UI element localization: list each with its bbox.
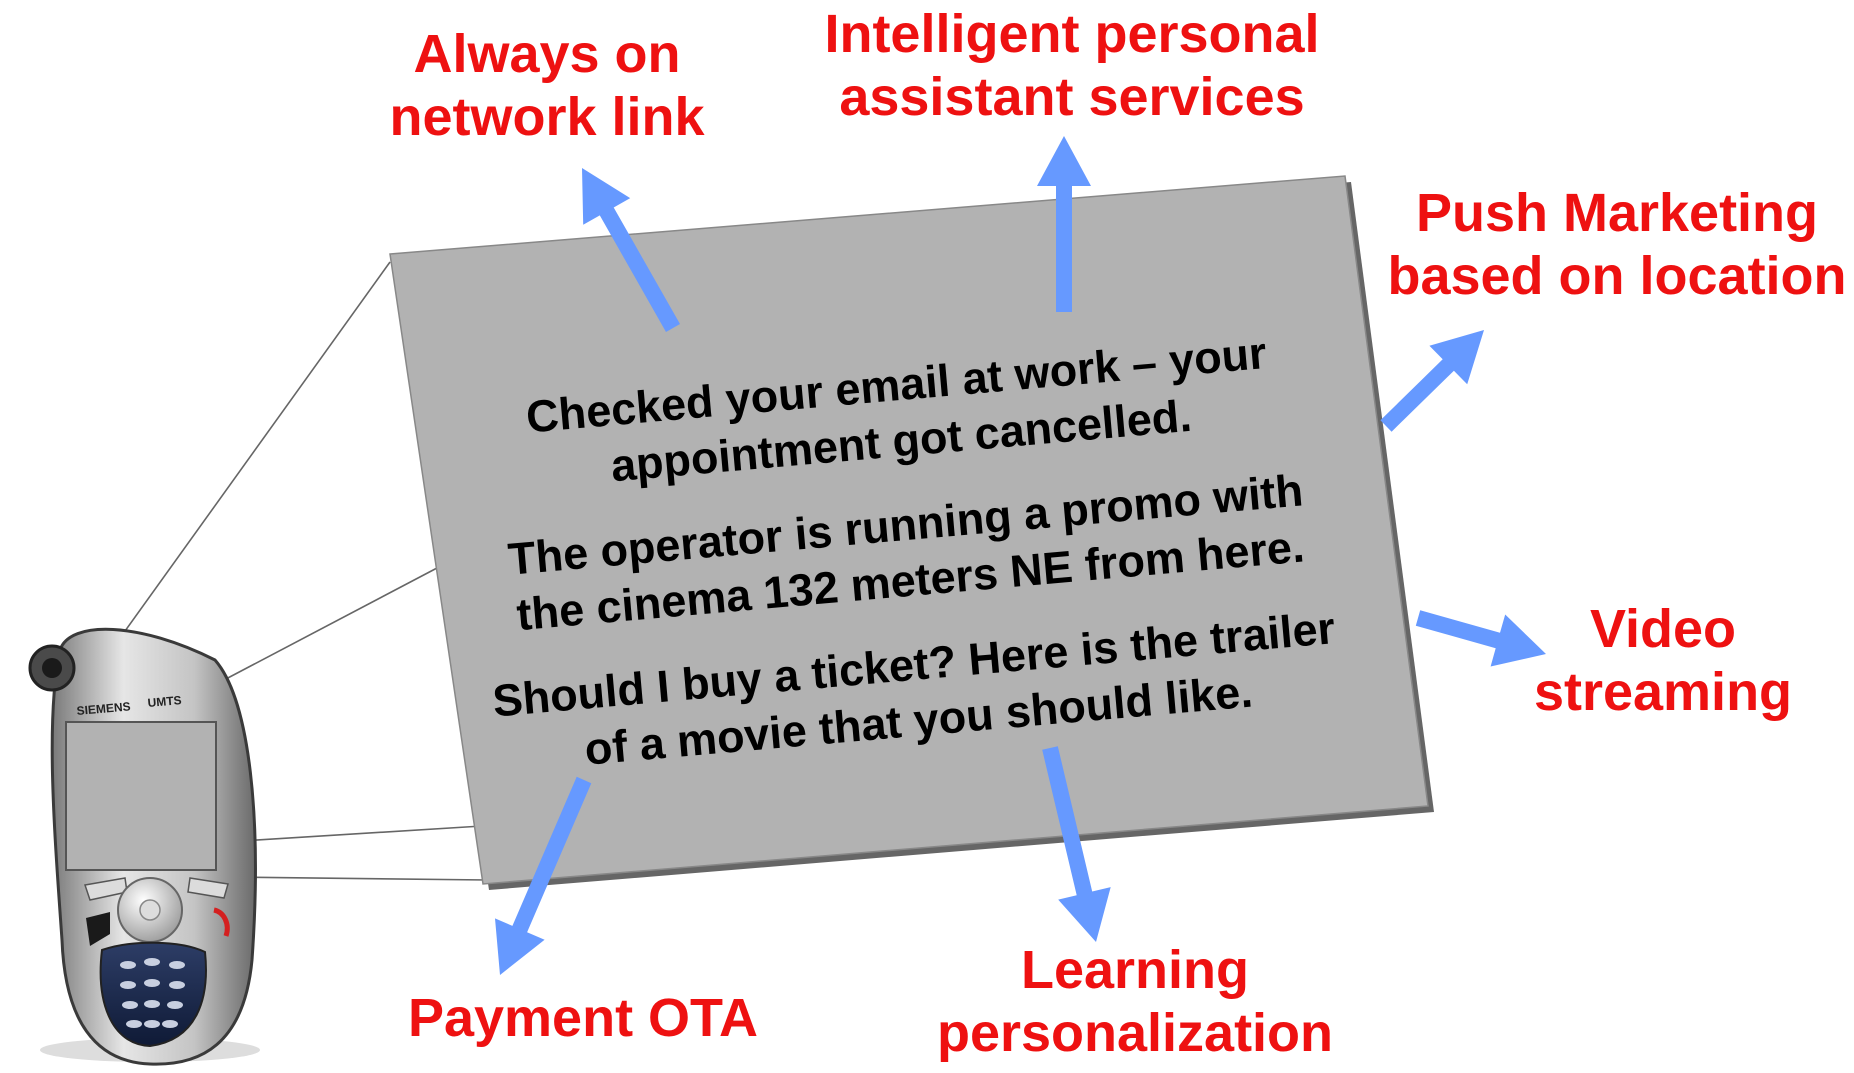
screen-panel-face — [389, 175, 1429, 885]
right-softkey — [187, 877, 229, 899]
label-payment-line-1: Payment OTA — [408, 988, 758, 1048]
label-video-streaming-line-1: Video — [1590, 599, 1736, 659]
projection-line-top — [114, 261, 391, 646]
end-call-icon — [213, 907, 230, 937]
label-learning-line-2: personalization — [937, 1003, 1333, 1063]
phone-illustration: SIEMENS UMTS — [28, 627, 260, 1066]
screen-message: Checked your email at work – your appoin… — [491, 327, 1337, 775]
projection-line-upper — [204, 567, 438, 691]
phone-screen — [65, 721, 217, 871]
projection-lines — [114, 261, 489, 881]
label-intelligent-assistant-line-1: Intelligent personal — [824, 4, 1319, 64]
phone-brand: SIEMENS — [76, 699, 131, 718]
arrow-payment — [495, 776, 592, 975]
label-push-marketing-line-2: based on location — [1387, 246, 1846, 306]
label-learning-line-1: Learning — [1021, 940, 1249, 1000]
feature-labels: Always on network link Intelligent perso… — [389, 4, 1846, 1063]
projection-line-lower — [224, 825, 483, 843]
arrow-always-on — [582, 168, 680, 332]
label-always-on-line-1: Always on — [413, 24, 680, 84]
screen-panel: Checked your email at work – your appoin… — [389, 175, 1434, 890]
call-key — [86, 912, 110, 946]
arrow-video-streaming — [1415, 610, 1546, 667]
projection-line-bottom — [224, 876, 489, 881]
feature-arrows — [495, 136, 1546, 975]
arrow-learning — [1042, 746, 1111, 942]
arrow-intelligent-assistant — [1037, 136, 1091, 312]
phone-model-tag: UMTS — [147, 693, 182, 710]
arrow-push-marketing — [1380, 330, 1484, 432]
label-always-on-line-2: network link — [389, 87, 705, 147]
label-push-marketing-line-1: Push Marketing — [1416, 183, 1818, 243]
keypad-keys — [120, 958, 185, 1028]
label-intelligent-assistant-line-2: assistant services — [839, 67, 1304, 127]
label-video-streaming-line-2: streaming — [1534, 662, 1792, 722]
